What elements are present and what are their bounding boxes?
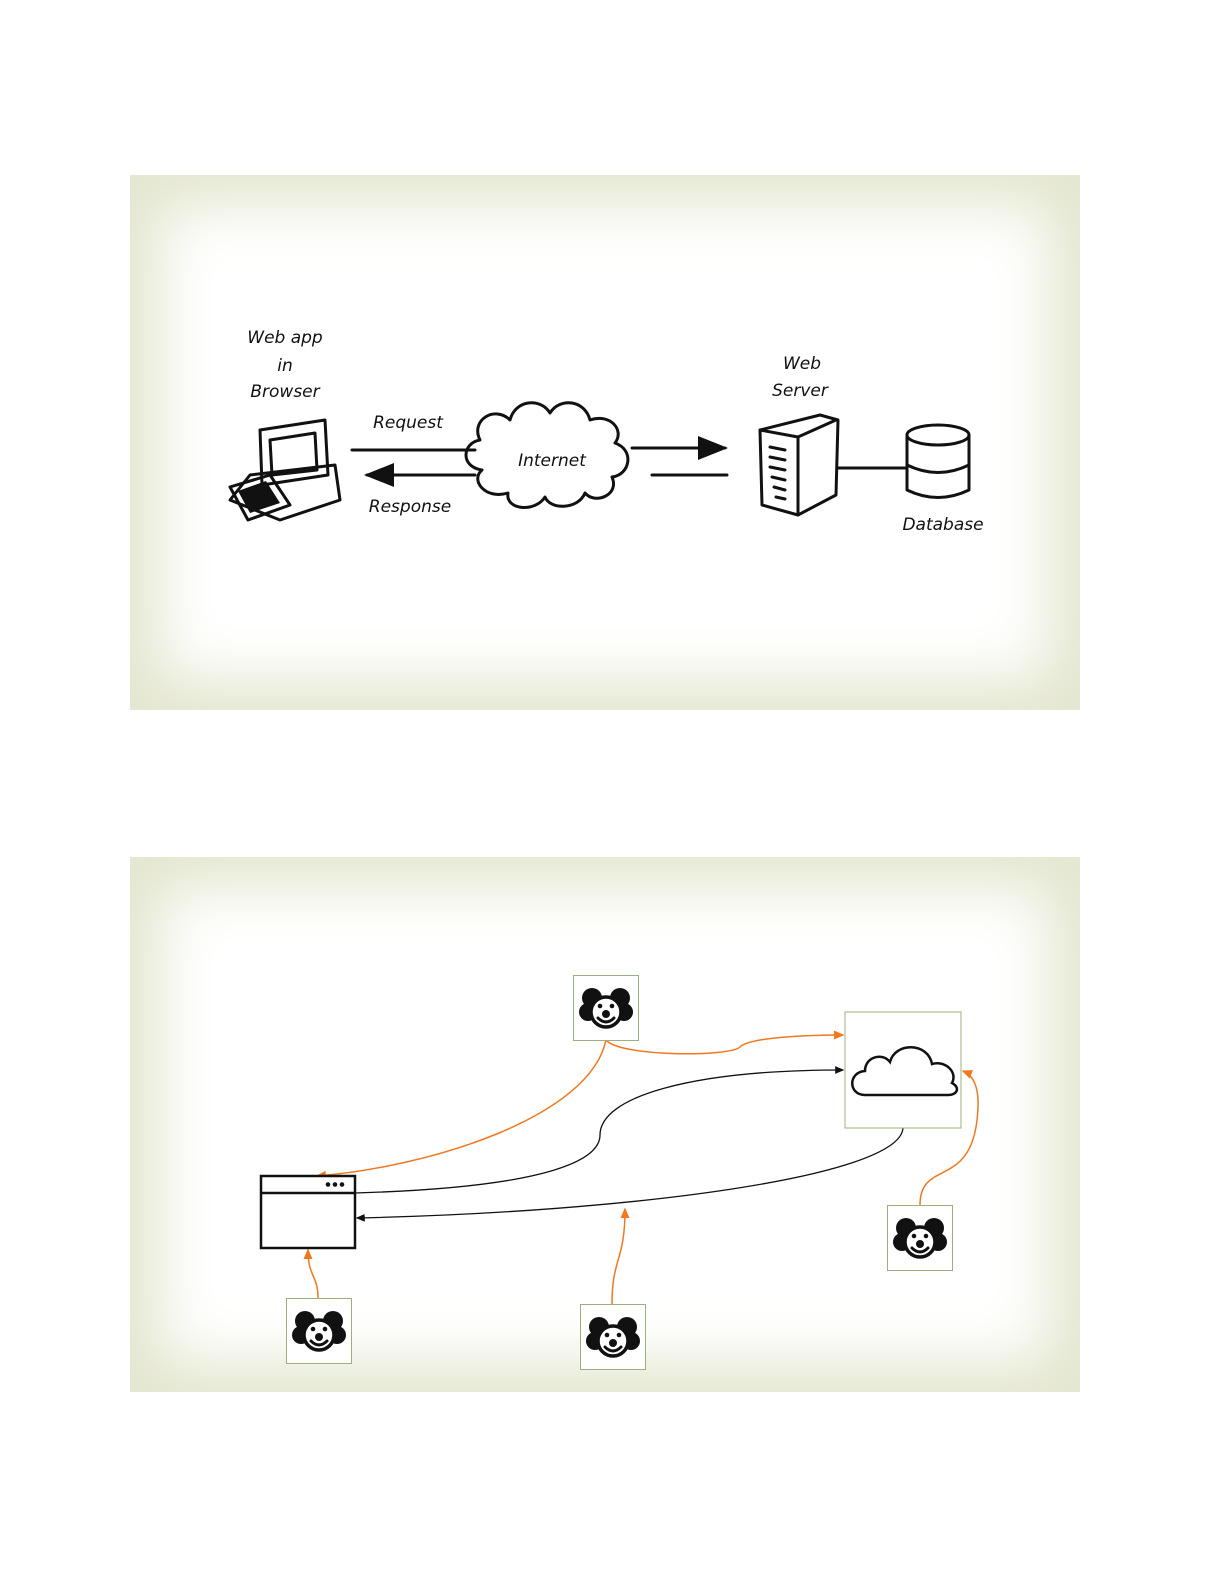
client-label-line2: in — [277, 356, 293, 376]
response-label: Response — [369, 497, 451, 517]
database-icon — [905, 423, 971, 499]
cloud-icon — [844, 1011, 962, 1129]
server-label-line1: Web — [783, 354, 821, 374]
attacker-clown-icon — [573, 975, 639, 1041]
attacker-clown-icon — [580, 1304, 646, 1370]
attack-arrow-from-local — [303, 1248, 319, 1299]
slide-attack-surface — [130, 857, 1080, 1392]
client-label-line1: Web app — [247, 328, 323, 348]
client-label-line3: Browser — [250, 382, 320, 402]
architecture-sketch: Web app in Browser Request Response Inte… — [228, 328, 984, 535]
request-label: Request — [373, 413, 444, 433]
response-flow-arrow — [355, 1127, 904, 1222]
attack-arrow-to-server — [919, 1070, 979, 1206]
attacker-clown-icon — [887, 1205, 953, 1271]
slide-web-architecture: Web app in Browser Request Response Inte… — [130, 175, 1080, 710]
attack-arrow-mitm — [611, 1207, 630, 1305]
attack-diagram — [259, 1011, 979, 1305]
attack-arrow-to-browser — [315, 1039, 607, 1180]
browser-window-icon — [259, 1174, 357, 1250]
internet-cloud-icon — [464, 401, 630, 510]
internet-label: Internet — [518, 451, 587, 471]
attacker-clown-icon — [286, 1298, 352, 1364]
web-server-icon — [758, 413, 840, 517]
server-label-line2: Server — [772, 381, 829, 401]
database-label: Database — [902, 515, 983, 535]
computer-icon — [228, 418, 342, 522]
attack-arrow-to-cloud — [605, 1030, 845, 1055]
request-flow-arrow — [354, 1066, 845, 1194]
